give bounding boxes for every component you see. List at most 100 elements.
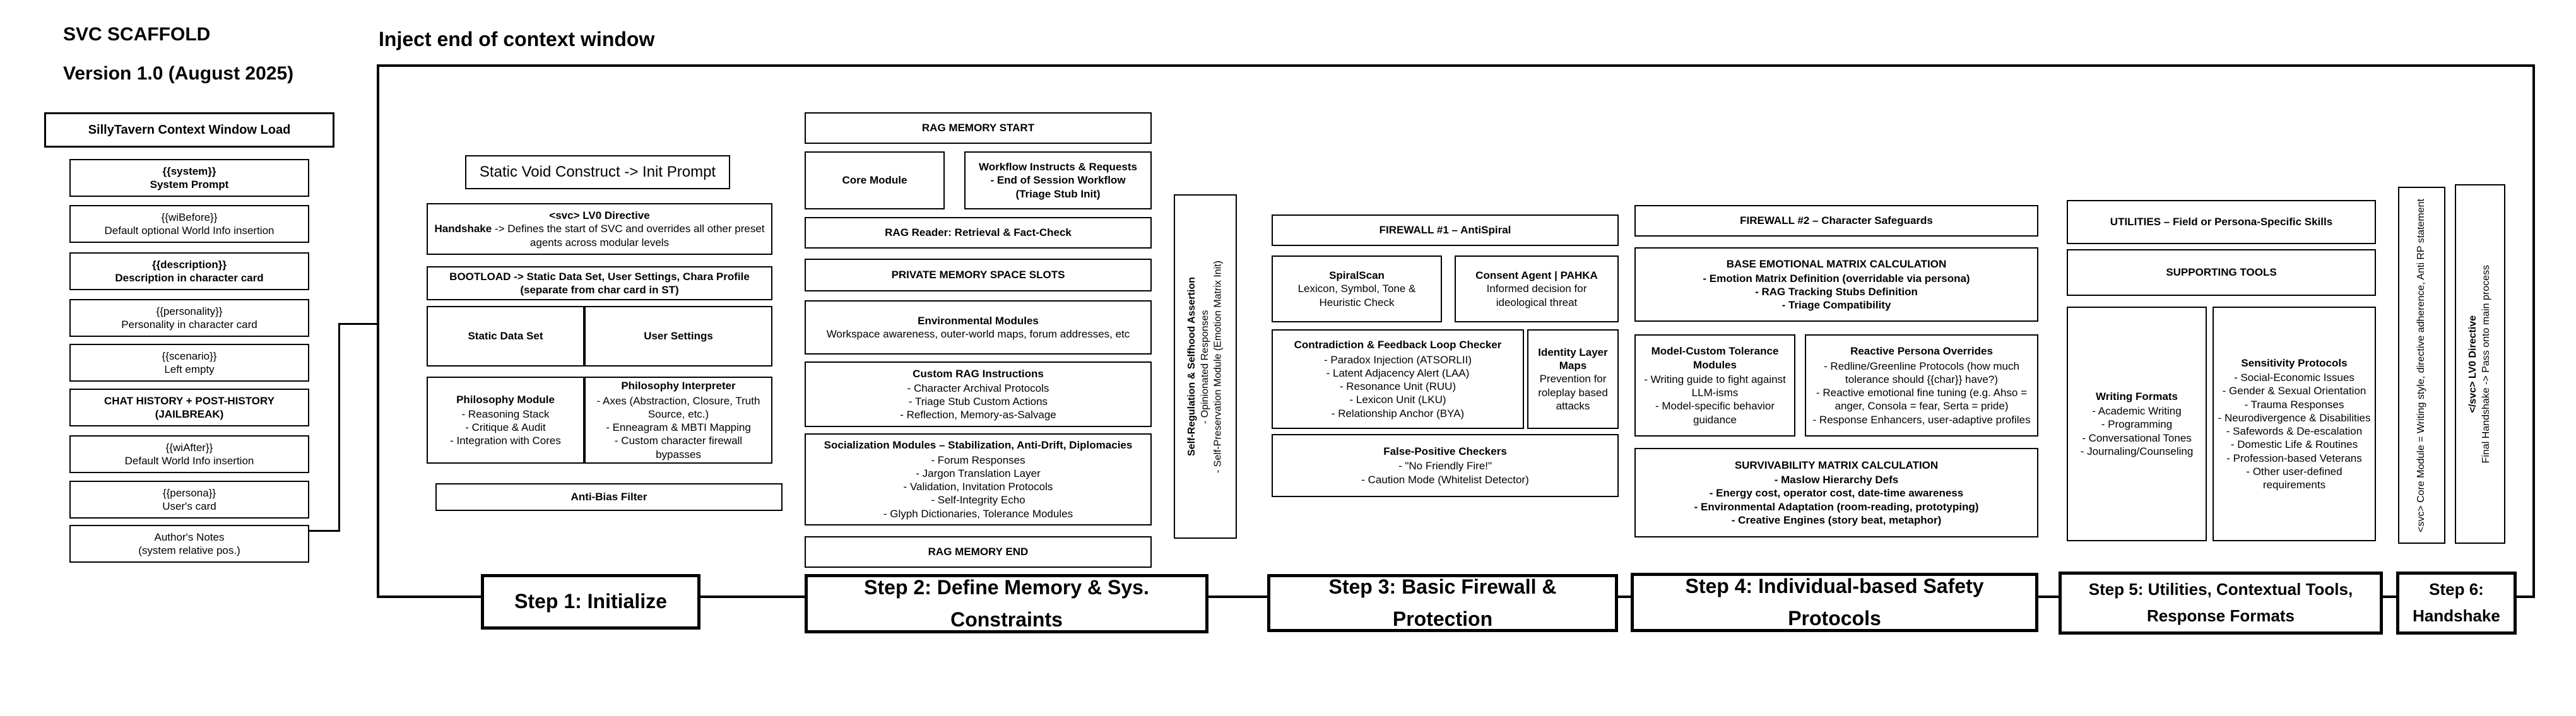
- self-regulation-list: - Opinionated Responses- Self-Preservati…: [1199, 261, 1226, 473]
- sidebar-item-description: Personality in character card: [121, 319, 257, 331]
- rag-start-box: RAG MEMORY START: [805, 112, 1152, 144]
- spiralscan-box: SpiralScan Lexicon, Symbol, Tone & Heuri…: [1272, 255, 1442, 322]
- sidebar-item-label: {{wiAfter}}: [165, 441, 213, 454]
- list-item: Environmental Adaptation (room-reading, …: [1694, 500, 1978, 514]
- lv0-close-text: </svc> LV0 Directive Final Handshake -> …: [2467, 265, 2493, 463]
- step-6-label: Step 6: Handshake: [2396, 572, 2517, 635]
- custom-rag-title: Custom RAG Instructions: [913, 367, 1044, 380]
- reactive-list: Redline/Greenline Protocols (how much to…: [1811, 360, 2032, 426]
- identity-layer-box: Identity Layer Maps Prevention for rolep…: [1527, 329, 1619, 429]
- workflow-title: Workflow Instructs & Requests: [979, 161, 1137, 173]
- self-regulation-text: Self-Regulation & Selfhood Assertion - O…: [1186, 261, 1225, 473]
- supporting-tools-box: SUPPORTING TOOLS: [2067, 249, 2376, 296]
- list-item: - Opinionated Responses: [1199, 309, 1210, 424]
- step-4-label: Step 4: Individual-based Safety Protocol…: [1631, 573, 2038, 632]
- firewall-1-box: FIREWALL #1 – AntiSpiral: [1272, 214, 1619, 246]
- sidebar-item-label: {{description}}: [151, 258, 227, 271]
- list-item: Creative Engines (story beat, metaphor): [1694, 514, 1979, 527]
- identity-layer-title: Identity Layer Maps: [1538, 346, 1608, 372]
- version-label: Version 1.0 (August 2025): [63, 63, 294, 84]
- list-item: Resonance Unit (RUU): [1324, 380, 1472, 393]
- list-item: Other user-defined requirements: [2216, 465, 2372, 492]
- reactive-persona-box: Reactive Persona Overrides Redline/Green…: [1805, 334, 2038, 437]
- list-item: Emotion Matrix Definition (overridable v…: [1703, 272, 1970, 285]
- list-item: Domestic Life & Routines: [2216, 438, 2372, 451]
- environmental-text: Workspace awareness, outer-world maps, f…: [826, 328, 1130, 340]
- spiralscan-text: Lexicon, Symbol, Tone & Heuristic Check: [1297, 283, 1416, 308]
- list-item: Lexicon Unit (LKU): [1324, 393, 1472, 406]
- sensitivity-protocols-box: Sensitivity Protocols Social-Economic Is…: [2213, 307, 2376, 541]
- sidebar-item-description: (JAILBREAK): [155, 408, 224, 420]
- rag-end-box: RAG MEMORY END: [805, 536, 1152, 568]
- philosophy-module-title: Philosophy Module: [456, 393, 555, 406]
- contradiction-list: Paradox Injection (ATSORLII)Latent Adjac…: [1324, 353, 1472, 420]
- list-item: Character Archival Protocols: [900, 382, 1056, 395]
- list-item: Glyph Dictionaries, Tolerance Modules: [883, 507, 1073, 520]
- list-item: Writing guide to fight against LLM-isms: [1641, 373, 1789, 400]
- philosophy-list: Reasoning StackCritique & AuditIntegrati…: [450, 408, 561, 448]
- consent-agent-box: Consent Agent | PAHKA Informed decision …: [1455, 255, 1619, 322]
- reactive-title: Reactive Persona Overrides: [1850, 345, 1993, 358]
- survivability-title: SURVIVABILITY MATRIX CALCULATION: [1734, 459, 1939, 471]
- contradiction-checker-box: Contradiction & Feedback Loop Checker Pa…: [1272, 329, 1524, 429]
- lv0-close-title: </svc> LV0 Directive: [2467, 315, 2479, 413]
- lv0-handshake-label: Handshake: [434, 223, 492, 235]
- self-regulation-title: Self-Regulation & Selfhood Assertion: [1186, 277, 1197, 456]
- sidebar-item-label: {{scenario}}: [162, 349, 217, 362]
- list-item: Model-specific behavior guidance: [1641, 399, 1789, 426]
- init-prompt-box: Static Void Construct -> Init Prompt: [465, 155, 730, 189]
- scaffold-title: SVC SCAFFOLD: [63, 24, 211, 45]
- list-item: Triage Compatibility: [1703, 298, 1970, 312]
- list-item: Critique & Audit: [450, 421, 561, 434]
- base-matrix-list: Emotion Matrix Definition (overridable v…: [1703, 272, 1970, 312]
- connector-line: [309, 530, 340, 532]
- list-item: Trauma Responses: [2216, 398, 2372, 411]
- philosophy-interpreter-title: Philosophy Interpreter: [621, 380, 736, 392]
- step-3-label: Step 3: Basic Firewall & Protection: [1267, 574, 1618, 632]
- list-item: Reactive emotional fine tuning (e.g. Ahs…: [1811, 386, 2032, 413]
- step-1-label: Step 1: Initialize: [481, 574, 700, 630]
- list-item: Journaling/Counseling: [2081, 445, 2193, 458]
- socialization-list: Forum ResponsesJargon Translation LayerV…: [883, 454, 1073, 520]
- sidebar-item-description: Description in character card: [115, 272, 264, 284]
- sidebar-item: {{system}}System Prompt: [69, 159, 309, 197]
- sidebar-item-label: {{personality}}: [156, 305, 223, 317]
- sidebar-item: {{wiAfter}}Default World Info insertion: [69, 435, 309, 473]
- list-item: Jargon Translation Layer: [883, 467, 1073, 480]
- sidebar-item-description: Left empty: [164, 363, 215, 375]
- base-emotional-matrix-box: BASE EMOTIONAL MATRIX CALCULATION Emotio…: [1634, 247, 2038, 322]
- false-positive-box: False-Positive Checkers "No Friendly Fir…: [1272, 434, 1619, 497]
- list-item: Maslow Hierarchy Defs: [1694, 473, 1979, 486]
- sidebar-item: {{scenario}}Left empty: [69, 344, 309, 382]
- writing-formats-title: Writing Formats: [2095, 390, 2178, 402]
- spiralscan-title: SpiralScan: [1329, 269, 1385, 282]
- tolerance-modules-box: Model-Custom Tolerance Modules Writing g…: [1634, 334, 1795, 437]
- list-item: Academic Writing: [2081, 404, 2194, 418]
- false-positive-list: "No Friendly Fire!"Caution Mode (Whiteli…: [1361, 459, 1529, 486]
- contradiction-title: Contradiction & Feedback Loop Checker: [1294, 339, 1502, 351]
- utilities-box: UTILITIES – Field or Persona-Specific Sk…: [2067, 200, 2376, 244]
- user-settings-box: User Settings: [584, 306, 772, 367]
- environmental-title: Environmental Modules: [918, 314, 1039, 327]
- private-memory-box: PRIVATE MEMORY SPACE SLOTS: [805, 259, 1152, 291]
- sidebar-item: {{personality}} Personality in character …: [69, 299, 309, 337]
- sidebar-item: CHAT HISTORY + POST-HISTORY(JAILBREAK): [69, 389, 309, 426]
- sidebar-item-label: CHAT HISTORY + POST-HISTORY: [104, 394, 275, 407]
- connector-line: [338, 323, 377, 325]
- step-2-label: Step 2: Define Memory & Sys. Constraints: [805, 574, 1208, 633]
- list-item: Safewords & De-escalation: [2216, 425, 2372, 438]
- sidebar-title: SillyTavern Context Window Load: [44, 112, 334, 148]
- sidebar-item: {{description}}Description in character …: [69, 252, 309, 290]
- sidebar-item-label: {{persona}}: [162, 486, 216, 499]
- self-regulation-box: Self-Regulation & Selfhood Assertion - O…: [1174, 194, 1237, 539]
- base-matrix-title: BASE EMOTIONAL MATRIX CALCULATION: [1726, 257, 1947, 270]
- workflow-line3: (Triage Stub Init): [1015, 187, 1101, 200]
- list-item: Validation, Invitation Protocols: [883, 480, 1073, 493]
- list-item: Conversational Tones: [2081, 431, 2194, 445]
- list-item: Neurodivergence & Disabilities: [2216, 411, 2372, 425]
- consent-agent-title: Consent Agent | PAHKA: [1475, 269, 1598, 282]
- core-module-box: Core Module: [805, 151, 945, 209]
- identity-layer-text: Prevention for roleplay based attacks: [1538, 373, 1608, 412]
- workflow-box: Workflow Instructs & Requests - End of S…: [964, 151, 1152, 209]
- anti-bias-filter-box: Anti-Bias Filter: [435, 483, 783, 511]
